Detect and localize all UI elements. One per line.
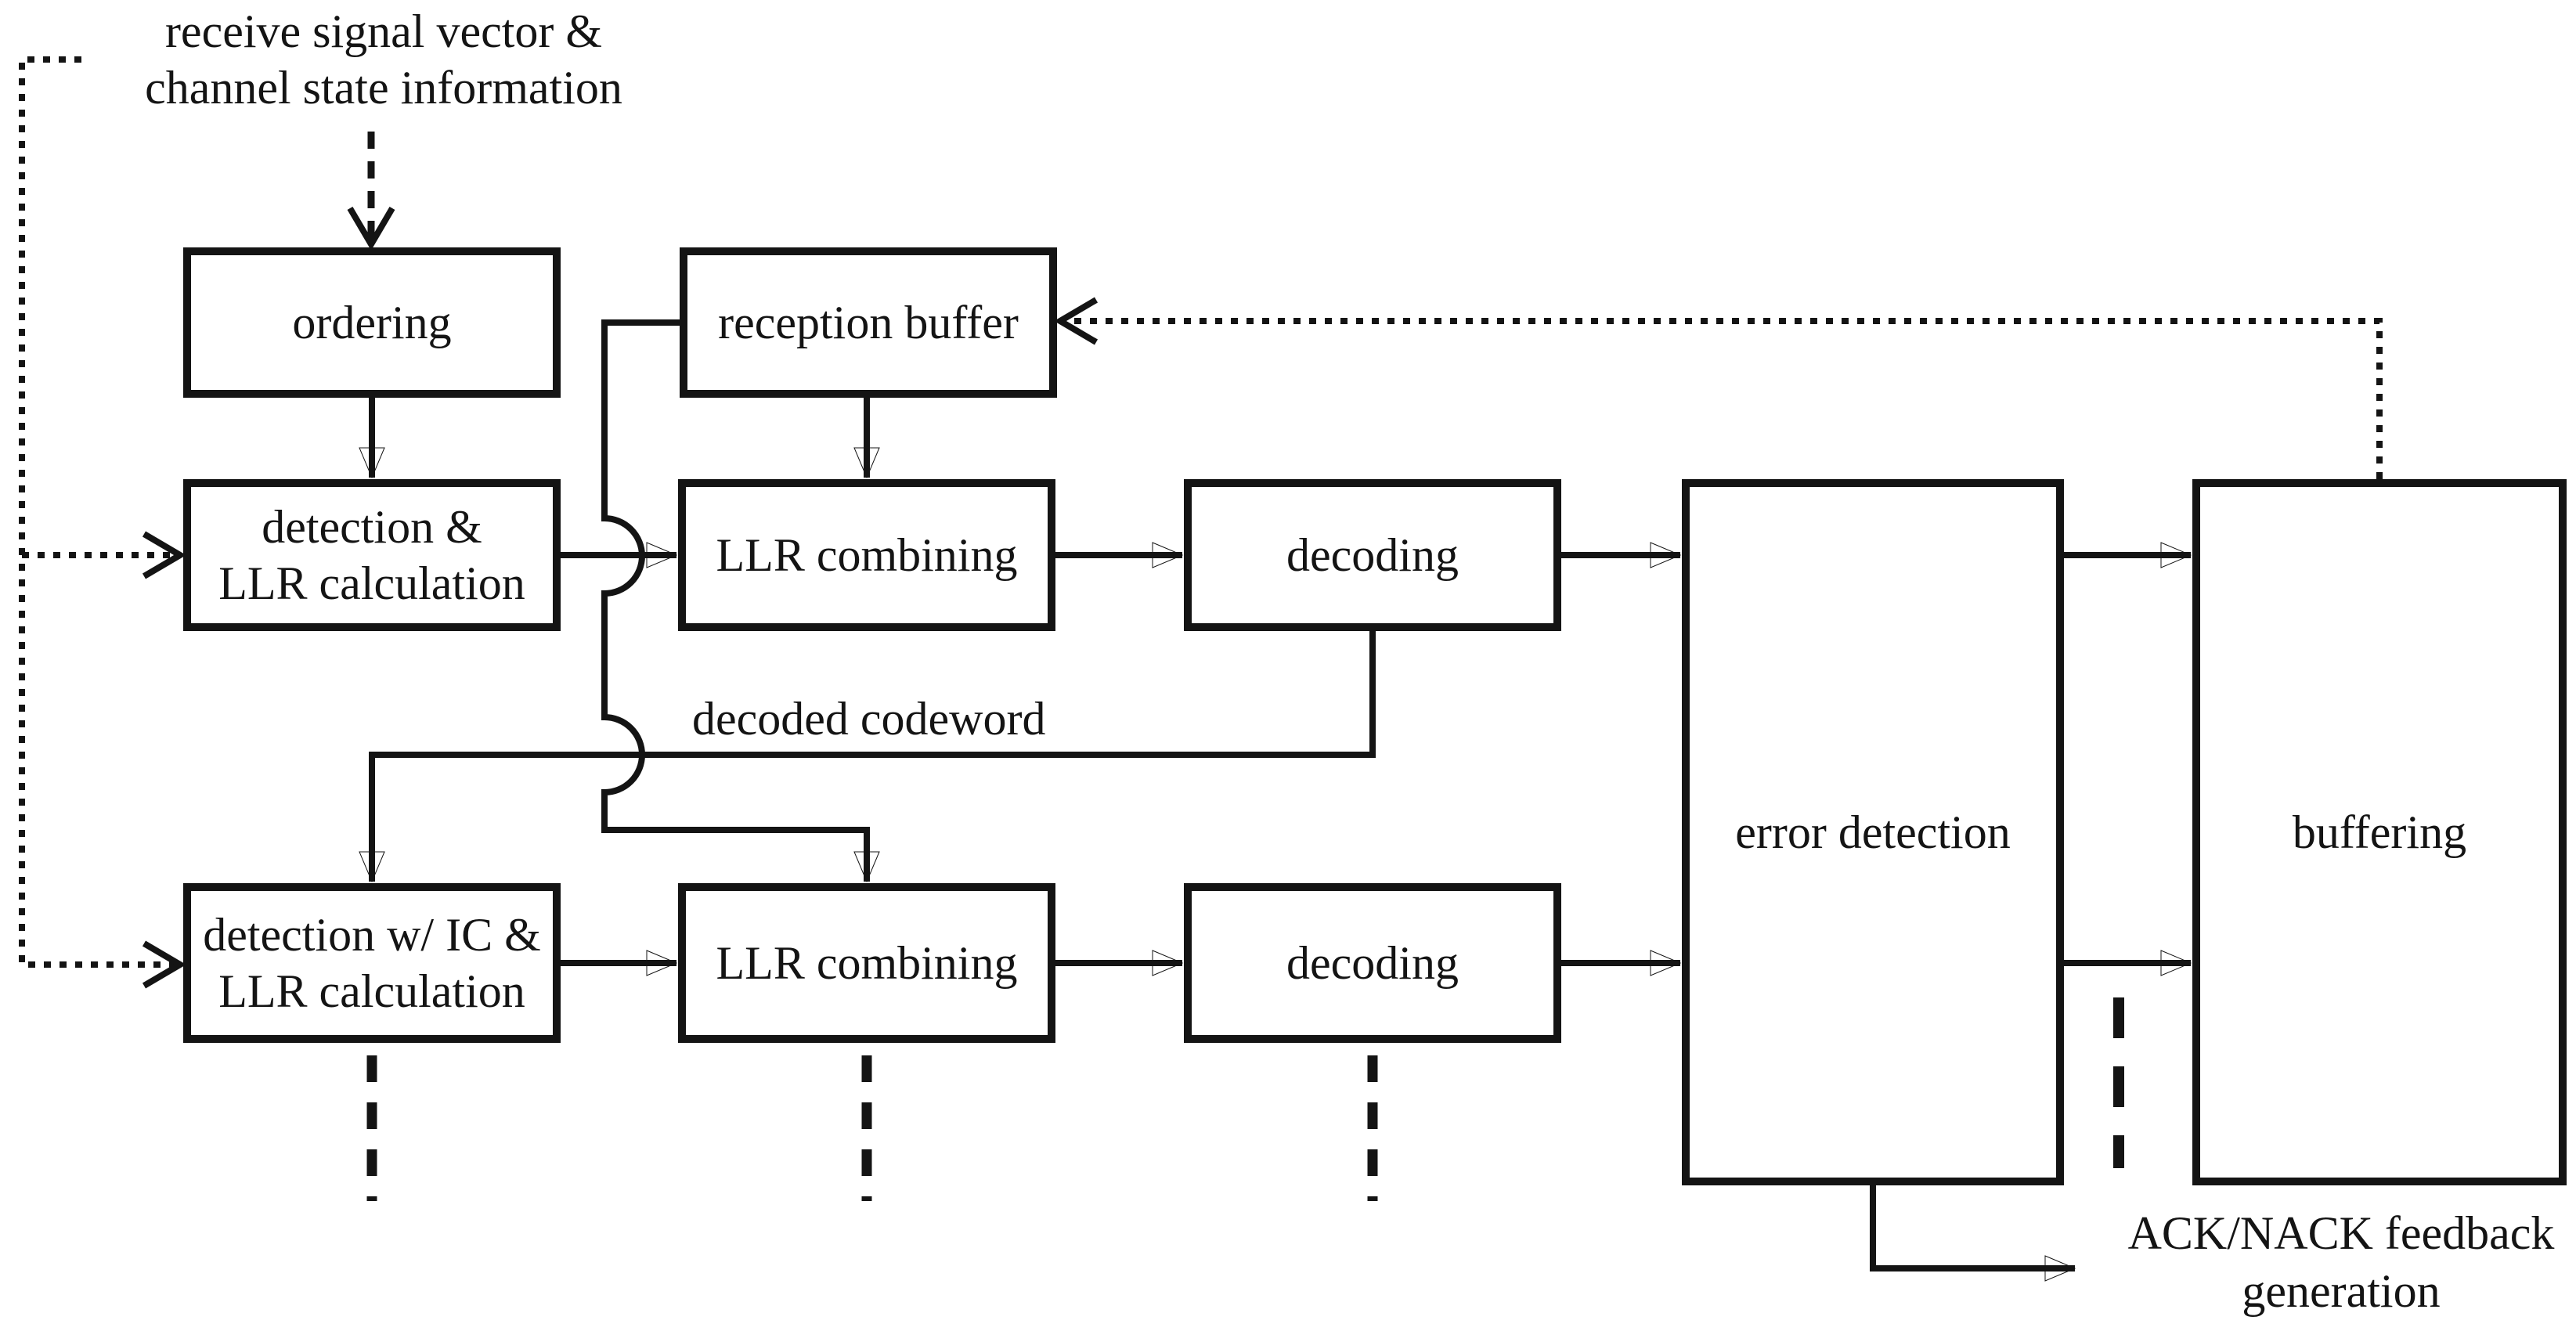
decoded-codeword-line: [359, 631, 1376, 883]
reception-buffer-tap-line: [601, 319, 880, 883]
llr-combining-top-box-label: LLR combining: [716, 529, 1018, 581]
llr-combining-top-box: LLR combining: [678, 479, 1055, 631]
input-signal-label-line2: channel state information: [145, 62, 622, 114]
reception-buffer-box-label: reception buffer: [718, 297, 1019, 348]
ack-nack-label-line1: ACK/NACK feedback: [2127, 1207, 2555, 1259]
feedback-dotted-line: [1054, 297, 2383, 479]
decoding-top-box-label: decoding: [1286, 529, 1459, 581]
detection-llr-box-label-line1: detection &: [262, 501, 482, 553]
input-signal-label-line1: receive signal vector &: [164, 5, 603, 57]
llr-combining-bottom-box-label: LLR combining: [716, 937, 1018, 989]
csi-dotted-line: [19, 56, 186, 989]
error-detection-box-label: error detection: [1735, 806, 2011, 858]
buffering-box-label: buffering: [2292, 806, 2467, 858]
ack-tail-arrow: [1870, 1185, 2076, 1282]
ack-nack-label: ACK/NACK feedback generation: [2083, 1204, 2576, 1320]
reception-buffer-box: reception buffer: [680, 247, 1057, 398]
detection-ic-box-label-line2: LLR calculation: [218, 965, 525, 1017]
input-signal-label: receive signal vector & channel state in…: [94, 3, 673, 116]
decoded-codeword-label: decoded codeword: [692, 693, 1046, 745]
detection-llr-calculation-box: detection & LLR calculation: [183, 479, 561, 631]
llr-combining-bottom-box: LLR combining: [678, 883, 1055, 1043]
ordering-box-label: ordering: [292, 297, 452, 348]
decoding-bottom-box: decoding: [1184, 883, 1561, 1043]
ack-nack-label-line2: generation: [2242, 1265, 2441, 1317]
decoding-bottom-box-label: decoding: [1286, 937, 1459, 989]
error-detection-box: error detection: [1682, 479, 2064, 1185]
ordering-box: ordering: [183, 247, 561, 398]
detection-llr-box-label-line2: LLR calculation: [218, 557, 525, 609]
buffering-box: buffering: [2192, 479, 2567, 1185]
decoding-top-box: decoding: [1184, 479, 1561, 631]
detection-ic-llr-calculation-box: detection w/ IC & LLR calculation: [183, 883, 561, 1043]
detection-ic-box-label-line1: detection w/ IC &: [203, 909, 541, 961]
